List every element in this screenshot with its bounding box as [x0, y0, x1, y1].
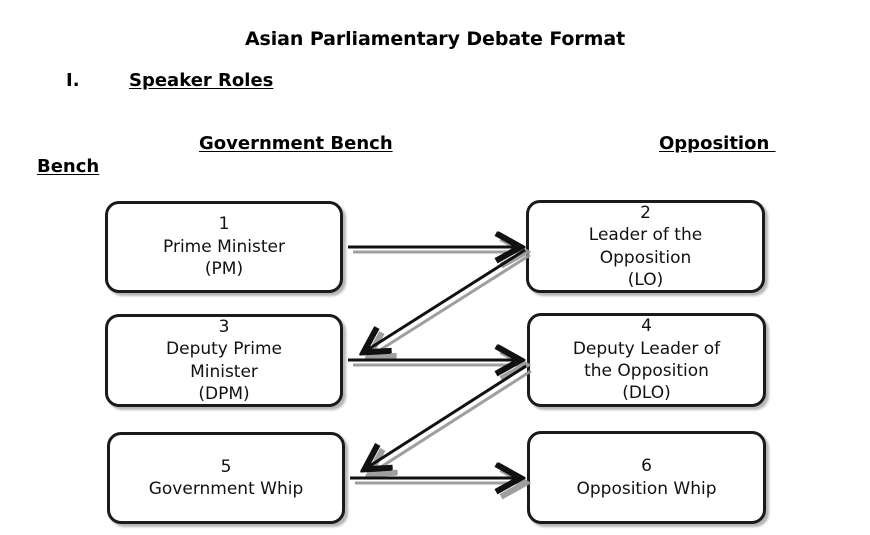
government-bench-header: Government Bench	[199, 133, 393, 154]
speaker-box-government-whip[interactable]: 5 Government Whip	[107, 432, 345, 524]
speaker-role-line: Deputy Leader of	[572, 338, 721, 359]
opposition-bench-header: Opposition	[659, 133, 776, 154]
speaker-role-line: Deputy Prime	[166, 339, 282, 360]
speaker-number: 3	[218, 316, 230, 337]
section-numeral: I.	[66, 70, 80, 91]
section-title: Speaker Roles	[129, 70, 274, 91]
speaker-role-line: Minister	[190, 361, 258, 382]
speaker-box-prime-minister[interactable]: 1 Prime Minister (PM)	[105, 201, 343, 293]
speaker-box-leader-of-opposition[interactable]: 2 Leader of the Opposition (LO)	[526, 200, 765, 293]
speaker-abbrev-line: (PM)	[204, 259, 244, 280]
speaker-number: 2	[640, 202, 651, 223]
speaker-number: 4	[641, 316, 652, 337]
speaker-number: 6	[641, 456, 652, 477]
speaker-role-line: Leader of the	[588, 225, 703, 246]
speaker-role-line: Opposition	[599, 247, 692, 268]
bench-headers: Government Bench Opposition Bench	[0, 133, 870, 193]
speaker-abbrev-line: (DPM)	[198, 383, 250, 404]
speaker-role-line: Government Whip	[148, 479, 304, 499]
speaker-box-deputy-leader-of-opposition[interactable]: 4 Deputy Leader of the Opposition (DLO)	[527, 313, 766, 407]
speaker-role-line: Opposition Whip	[576, 478, 717, 499]
speaker-abbrev-line: (LO)	[627, 269, 664, 290]
speaker-role-line: the Opposition	[584, 361, 709, 381]
speaker-box-deputy-prime-minister[interactable]: 3 Deputy Prime Minister (DPM)	[105, 314, 343, 407]
speaker-number: 1	[218, 214, 230, 235]
page-title: Asian Parliamentary Debate Format	[244, 28, 626, 50]
arrow-dlo-to-govwhip	[365, 364, 527, 469]
speaker-number: 5	[220, 456, 232, 477]
speaker-role-line: Prime Minister	[163, 236, 285, 257]
section-heading: I. Speaker Roles	[66, 70, 273, 91]
speaker-abbrev-line: (DLO)	[622, 383, 671, 404]
speaker-box-opposition-whip[interactable]: 6 Opposition Whip	[527, 431, 766, 524]
opposition-bench-header-wrap: Bench	[37, 156, 100, 177]
arrow-lo-to-dpm	[364, 248, 526, 352]
